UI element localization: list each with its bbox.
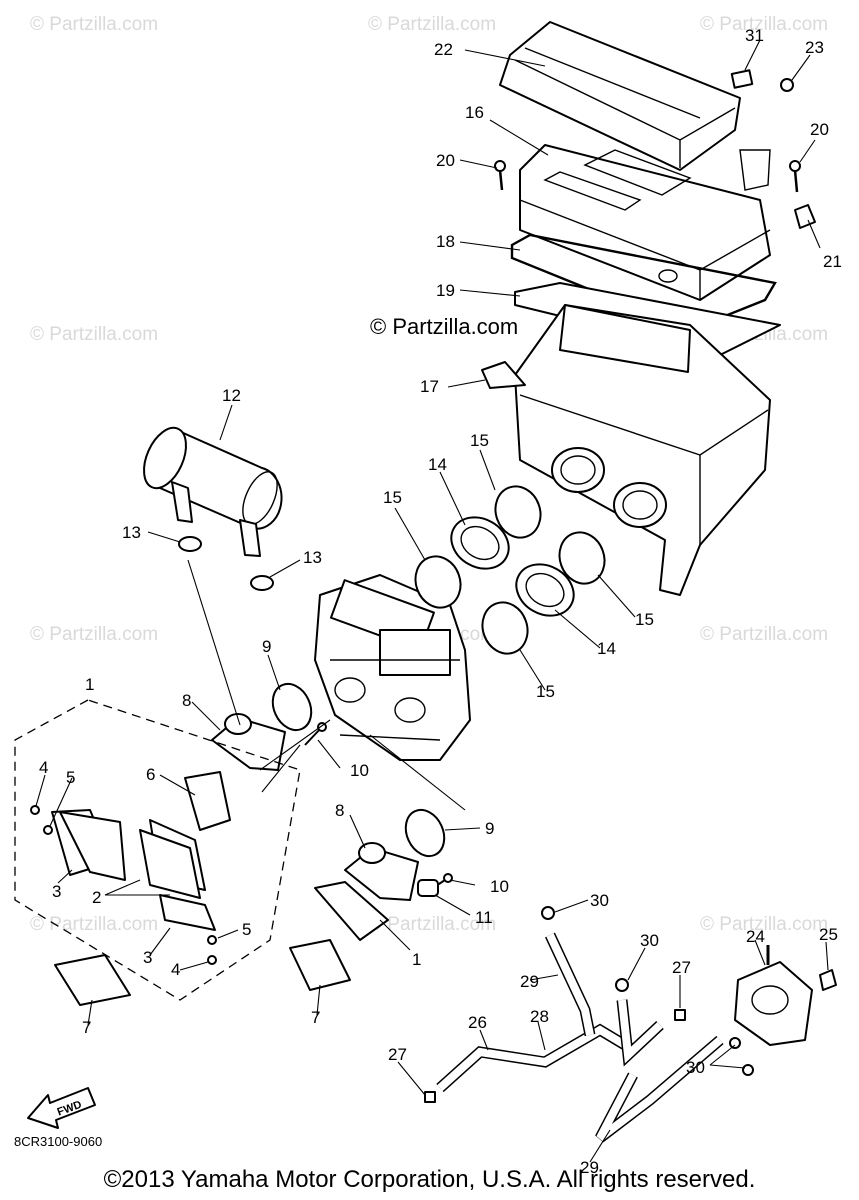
callout-20: 20 <box>436 151 455 170</box>
callout-15: 15 <box>470 431 489 450</box>
callout-15: 15 <box>635 610 654 629</box>
air-box-upper-case <box>519 144 771 301</box>
watermark: © Partzilla.com <box>30 914 158 935</box>
callout-20: 20 <box>810 120 829 139</box>
air-box-gasket <box>510 233 777 332</box>
diagram-code: 8CR3100-9060 <box>14 1134 103 1149</box>
watermark: © Partzilla.com <box>700 914 828 935</box>
callout-22: 22 <box>434 40 453 59</box>
callout-10: 10 <box>490 877 509 896</box>
callout-5: 5 <box>66 768 75 787</box>
callout-1: 1 <box>412 950 421 969</box>
hose-clamp-small <box>178 536 274 591</box>
callout-1: 1 <box>85 675 94 694</box>
callout-9: 9 <box>485 819 494 838</box>
callout-8: 8 <box>335 801 344 820</box>
intake-boot <box>450 516 575 617</box>
fuel-pump <box>734 945 837 1046</box>
callout-13: 13 <box>122 523 141 542</box>
callout-30: 30 <box>640 931 659 950</box>
callout-14: 14 <box>597 639 616 658</box>
watermark: © Partzilla.com <box>368 14 496 35</box>
callout-5: 5 <box>242 920 251 939</box>
callout-13: 13 <box>303 548 322 567</box>
callout-6: 6 <box>146 765 155 784</box>
callout-15: 15 <box>536 682 555 701</box>
callout-26: 26 <box>468 1013 487 1032</box>
fwd-arrow-icon: FWD <box>27 1087 96 1129</box>
callout-31: 31 <box>745 26 764 45</box>
callout-3: 3 <box>52 882 61 901</box>
carburetor-clamp <box>271 682 446 858</box>
callout-17: 17 <box>420 377 439 396</box>
leader-lines <box>35 39 829 1163</box>
callout-28: 28 <box>530 1007 549 1026</box>
carburetor-assembly <box>314 574 471 761</box>
callout-29: 29 <box>520 972 539 991</box>
callout-24: 24 <box>746 927 765 946</box>
watermark: © Partzilla.com <box>30 14 158 35</box>
callout-27: 27 <box>388 1045 407 1064</box>
watermark: © Partzilla.com <box>30 324 158 345</box>
callout-27: 27 <box>672 958 691 977</box>
callout-21: 21 <box>823 252 842 271</box>
callout-11: 11 <box>475 908 493 927</box>
callout-7: 7 <box>82 1018 91 1037</box>
callout-3: 3 <box>143 948 152 967</box>
hose-clamp-large <box>414 485 606 655</box>
copyright-notice: ©2013 Yamaha Motor Corporation, U.S.A. A… <box>103 1166 756 1193</box>
air-box-top-cover <box>499 21 741 171</box>
carburetor-joint <box>211 713 419 901</box>
callout-12: 12 <box>222 386 241 405</box>
callout-29: 29 <box>580 1158 599 1177</box>
callout-16: 16 <box>465 103 484 122</box>
air-box-lower-case <box>481 304 771 596</box>
callout-4: 4 <box>39 758 48 777</box>
watermark: © Partzilla.com <box>30 624 158 645</box>
fuel-hose-set <box>424 906 754 1143</box>
callout-15: 15 <box>383 488 402 507</box>
box-fastener <box>494 69 816 229</box>
callout-4: 4 <box>171 960 180 979</box>
callout-18: 18 <box>436 232 455 251</box>
callout-2: 2 <box>92 888 101 907</box>
intake-silencer <box>143 426 283 557</box>
center-watermark: © Partzilla.com <box>370 314 519 339</box>
callout-23: 23 <box>805 38 824 57</box>
bolt <box>304 722 453 897</box>
callout-7: 7 <box>311 1008 320 1027</box>
callout-numbers: 1 1 2 3 3 4 4 5 5 6 7 7 8 8 9 9 10 10 11… <box>39 26 842 1177</box>
callout-8: 8 <box>182 691 191 710</box>
reed-valve-gasket <box>54 939 351 1006</box>
callout-30: 30 <box>590 891 609 910</box>
watermark: © Partzilla.com <box>700 14 828 35</box>
callout-30: 30 <box>686 1058 705 1077</box>
watermark: © Partzilla.com <box>700 624 828 645</box>
watermark: © Partzilla.com <box>368 914 496 935</box>
callout-19: 19 <box>436 281 455 300</box>
callout-25: 25 <box>819 925 838 944</box>
callout-14: 14 <box>428 455 447 474</box>
reed-valve-assembly <box>14 699 389 1001</box>
callout-10: 10 <box>350 761 369 780</box>
callout-9: 9 <box>262 637 271 656</box>
